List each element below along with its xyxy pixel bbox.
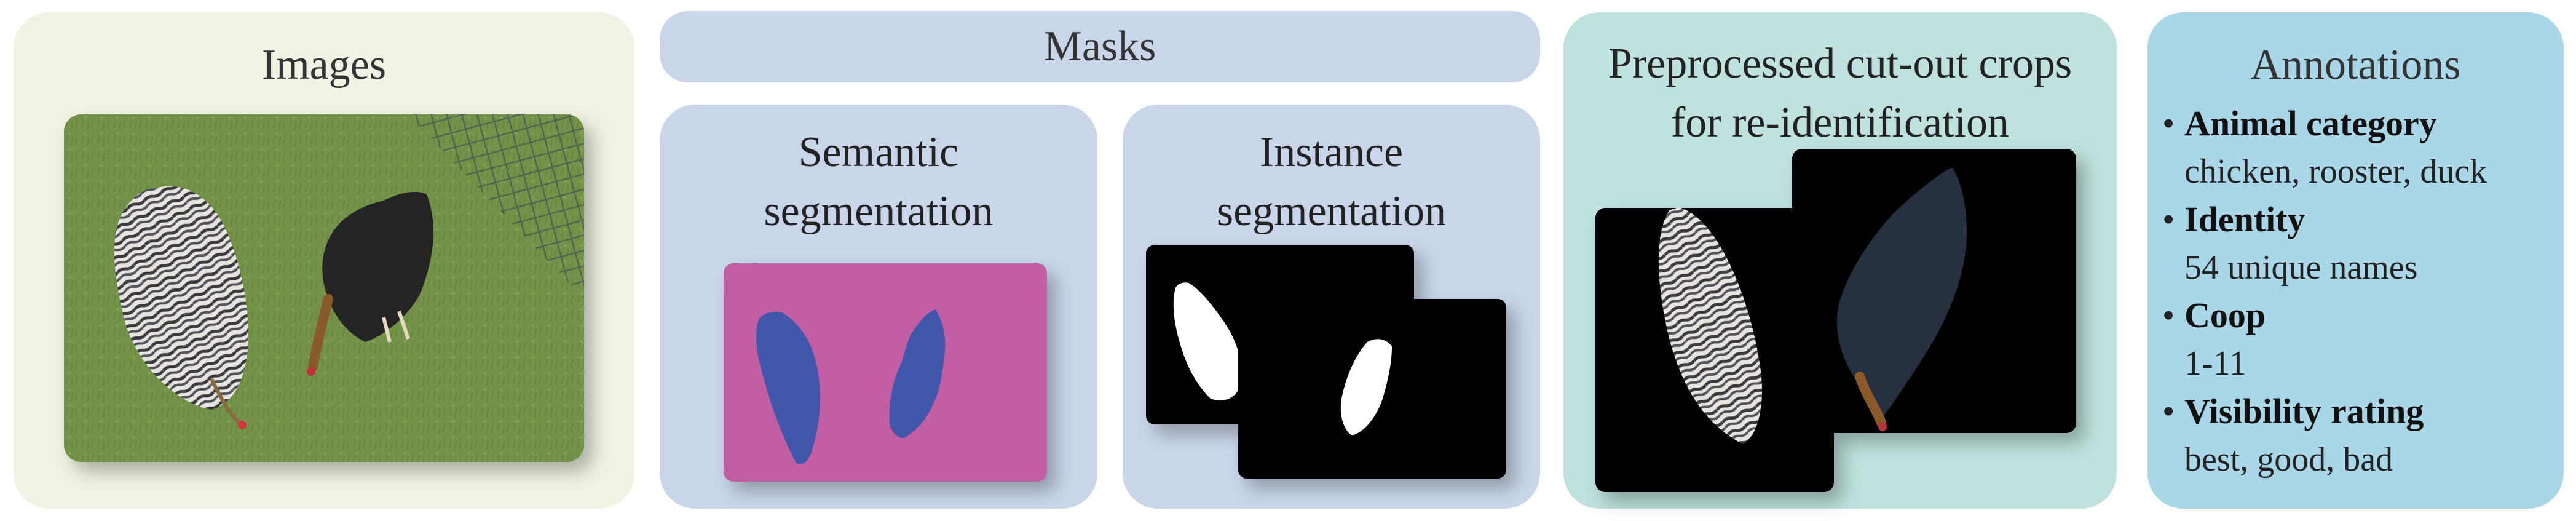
annotation-item-visibility-rating: • Visibility rating best, good, bad <box>2147 388 2564 483</box>
annotation-label: Visibility rating <box>2184 391 2424 431</box>
chicken-photo <box>64 114 584 462</box>
annotation-item-coop: • Coop 1-11 <box>2147 292 2564 388</box>
images-title: Images <box>261 41 387 89</box>
semantic-title-line-1: Semantic <box>798 129 959 176</box>
annotation-value: 54 unique names <box>2184 249 2418 287</box>
crops-title-line-2: for re-identification <box>1670 99 2010 146</box>
bullet: • <box>2162 199 2175 239</box>
semantic-title-line-2: segmentation <box>764 188 994 235</box>
masks-title: Masks <box>1043 23 1156 70</box>
annotation-list: • Animal category chicken, rooster, duck… <box>2147 100 2564 483</box>
cut-out-crop-images <box>1595 149 2076 492</box>
bullet: • <box>2162 295 2175 335</box>
annotation-item-animal-category: • Animal category chicken, rooster, duck <box>2147 100 2564 196</box>
semantic-segmentation-panel: Semantic segmentation <box>660 105 1097 509</box>
instance-segmentation-panel: Instance segmentation <box>1123 105 1540 509</box>
crops-title-line-1: Preprocessed cut-out crops <box>1608 40 2072 87</box>
crops-title: Preprocessed cut-out crops for re-identi… <box>1563 34 2117 153</box>
annotation-label: Animal category <box>2184 103 2437 143</box>
semantic-mask-image <box>724 263 1047 482</box>
annotation-label: Identity <box>2184 199 2305 239</box>
instance-mask-images <box>1146 245 1506 479</box>
annotation-item-identity: • Identity 54 unique names <box>2147 196 2564 292</box>
images-panel: Images <box>14 12 634 509</box>
annotations-title: Annotations <box>2250 41 2461 89</box>
semantic-title: Semantic segmentation <box>660 123 1097 241</box>
instance-title-line-1: Instance <box>1259 129 1404 176</box>
bullet: • <box>2162 391 2175 431</box>
bullet: • <box>2162 103 2175 143</box>
annotation-value: 1-11 <box>2184 344 2246 383</box>
annotation-value: chicken, rooster, duck <box>2184 153 2487 191</box>
instance-title: Instance segmentation <box>1123 123 1540 241</box>
annotation-label: Coop <box>2184 295 2266 335</box>
instance-title-line-2: segmentation <box>1216 188 1447 235</box>
masks-header: Masks <box>660 11 1540 82</box>
annotation-value: best, good, bad <box>2184 440 2393 479</box>
annotations-panel: Annotations • Animal category chicken, r… <box>2147 12 2564 509</box>
crops-panel: Preprocessed cut-out crops for re-identi… <box>1563 12 2117 509</box>
